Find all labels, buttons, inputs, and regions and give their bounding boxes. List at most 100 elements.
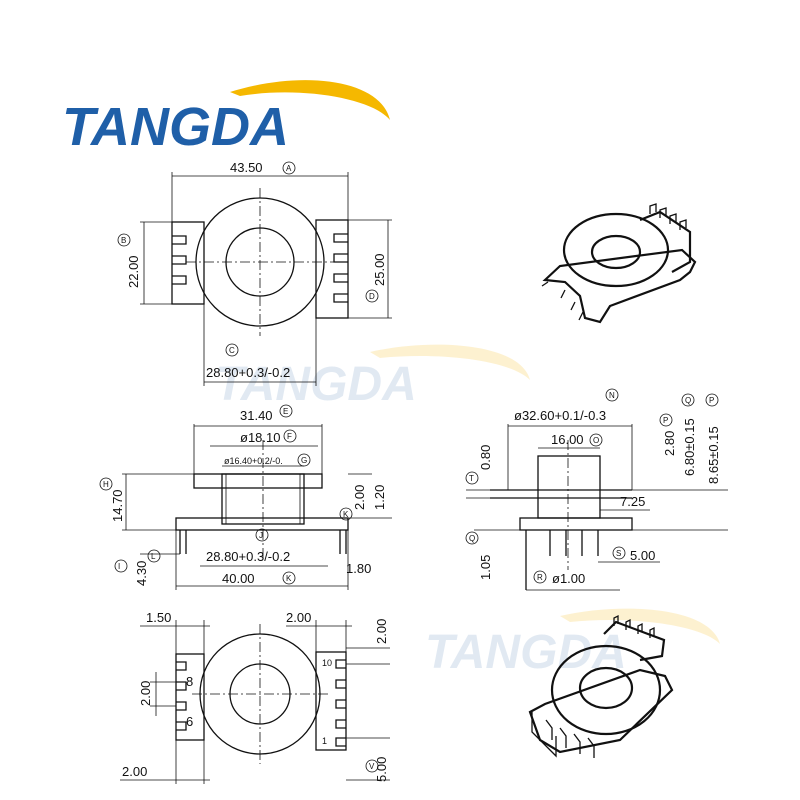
dim-right-height: 25.00 xyxy=(372,253,387,286)
pin-label: 6 xyxy=(186,714,193,729)
tag-label: K xyxy=(286,574,292,583)
tag-label: C xyxy=(229,346,235,355)
dim-pitch: 5.00 xyxy=(630,548,655,563)
tag-circle xyxy=(225,343,239,357)
iso2-base xyxy=(528,668,674,754)
dim-pin-h: 1.05 xyxy=(478,555,493,580)
tag-circle xyxy=(465,471,479,485)
dim-pin-dia: ø1.00 xyxy=(552,571,585,586)
right-terminal-block xyxy=(315,219,349,319)
tag-circle xyxy=(279,404,293,418)
dim-left-height: 22.00 xyxy=(126,255,141,288)
dim-right-gap: 2.00 xyxy=(374,619,389,644)
side-pins xyxy=(525,530,599,590)
tag-label: G xyxy=(301,456,307,465)
dim-width: 43.50 xyxy=(230,160,263,175)
dim-front-base: 28.80+0.3/-0.2 xyxy=(206,549,290,564)
tag-label: R xyxy=(537,573,543,582)
tag-circle xyxy=(99,477,113,491)
tag-label: N xyxy=(609,391,615,400)
tag-label: E xyxy=(283,407,288,416)
tag-label: H xyxy=(103,480,109,489)
tag-circle xyxy=(297,453,311,467)
left-terminal-slots xyxy=(172,235,187,285)
top-view: 43.50 A 22.00 B 25.00 D 28.80+0.3/-0.2 C xyxy=(117,160,392,386)
tag-circle xyxy=(282,161,296,175)
iso-body-hole xyxy=(590,234,642,270)
iso2-pins-bottom xyxy=(531,712,595,758)
dim-right-bottom: 5.00 xyxy=(374,757,389,782)
iso2-terminal-block xyxy=(603,620,666,662)
tag-label: Q xyxy=(685,396,691,405)
right-terminal-slots xyxy=(333,233,348,303)
tag-label: A xyxy=(286,164,292,173)
tag-circle xyxy=(659,413,673,427)
tag-label: Q xyxy=(469,534,475,543)
watermark-text: TANGDA xyxy=(425,626,627,679)
tag-label: L xyxy=(151,552,156,561)
tag-label: I xyxy=(118,562,120,571)
iso2-body-outer xyxy=(550,644,662,736)
bottom-right-terminal xyxy=(315,651,347,751)
dim-outer-dia: ø32.60+0.1/-0.3 xyxy=(514,408,606,423)
tag-label: V xyxy=(369,762,375,771)
tag-label: T xyxy=(469,474,474,483)
dim-top-pitch: 2.00 xyxy=(286,610,311,625)
front-core xyxy=(221,473,305,525)
dim-height: 14.70 xyxy=(110,489,125,522)
watermark-swoosh xyxy=(560,608,720,644)
dim-h2: 6.80±0.15 xyxy=(682,418,697,476)
pin-label: 8 xyxy=(186,674,193,689)
iso-pins xyxy=(649,203,687,230)
tag-circle xyxy=(114,559,128,573)
tag-label: K xyxy=(343,510,349,519)
dim-offset: 7.25 xyxy=(620,494,645,509)
bottom-left-slots xyxy=(176,661,187,731)
dim-left-margin: 1.50 xyxy=(146,610,171,625)
dim-flange-h: 2.00 xyxy=(352,485,367,510)
side-base xyxy=(519,517,633,531)
tag-label: B xyxy=(121,236,126,245)
logo-swoosh xyxy=(230,80,390,120)
tag-label: O xyxy=(593,436,599,445)
front-base xyxy=(175,517,349,531)
tag-label: P xyxy=(709,396,714,405)
tag-circle xyxy=(117,233,131,247)
left-terminal-block xyxy=(171,221,205,305)
watermark-group: TANGDA TANGDA xyxy=(215,344,720,679)
dim-bottom: 2.00 xyxy=(122,764,147,779)
dim-pin-offset: 1.80 xyxy=(346,561,371,576)
dim-overall: 40.00 xyxy=(222,571,255,586)
pin-label: 10 xyxy=(322,658,332,668)
tag-label: P xyxy=(663,416,668,425)
tag-circle xyxy=(365,289,379,303)
dim-core-dia: ø16.40+0.2/-0. xyxy=(224,456,283,466)
side-core xyxy=(537,455,601,519)
dim-h1: 2.80 xyxy=(662,431,677,456)
pin-label: 1 xyxy=(322,736,327,746)
dim-h3: 8.65±0.15 xyxy=(706,426,721,484)
front-pins xyxy=(179,530,347,554)
tag-circle xyxy=(705,393,719,407)
iso-terminal-block xyxy=(639,210,692,273)
bottom-left-terminal xyxy=(175,653,205,741)
tag-circle xyxy=(589,433,603,447)
tag-circle xyxy=(612,546,626,560)
tag-label: F xyxy=(287,432,292,441)
tag-circle xyxy=(255,528,269,542)
iso-pins-bottom xyxy=(541,281,584,321)
tag-circle xyxy=(282,571,296,585)
tag-circle xyxy=(681,393,695,407)
iso-base-plate xyxy=(542,248,697,324)
isometric-view-1 xyxy=(541,203,697,324)
tag-label: S xyxy=(616,549,621,558)
dim-pin-len: 4.30 xyxy=(134,561,149,586)
tag-circle xyxy=(339,507,353,521)
dim-base: 28.80+0.3/-0.2 xyxy=(206,365,290,380)
tag-circle xyxy=(465,531,479,545)
front-flange xyxy=(193,473,323,489)
tag-circle xyxy=(283,429,297,443)
dim-left-pitch: 2.00 xyxy=(138,681,153,706)
brand-logo: TANGDA xyxy=(62,80,390,157)
